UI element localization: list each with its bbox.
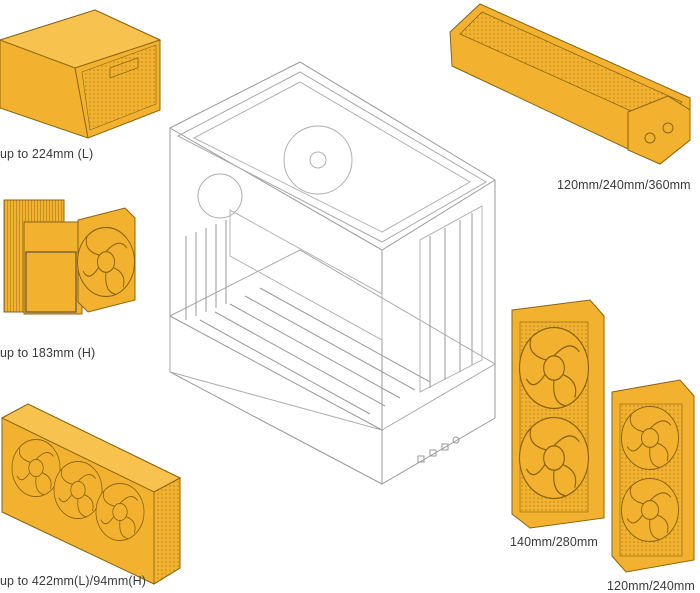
- radiator-240-label: 120mm/240mm: [607, 579, 695, 593]
- pc-case-illustration: [169, 61, 496, 485]
- psu-length-label: up to 224mm (L): [0, 147, 94, 161]
- radiator-360-illustration: [449, 3, 691, 165]
- radiator-240-illustration: [611, 379, 695, 573]
- cpu-cooler-illustration: [3, 199, 136, 315]
- radiator-280-label: 140mm/280mm: [510, 535, 598, 549]
- cpu-cooler-height-label: up to 183mm (H): [0, 346, 96, 360]
- radiator-360-label: 120mm/240mm/360mm: [557, 178, 691, 192]
- radiator-280-illustration: [511, 299, 605, 529]
- gpu-size-label: up to 422mm(L)/94mm(H): [0, 574, 146, 588]
- gpu-illustration: [0, 403, 182, 585]
- psu-illustration: [0, 9, 162, 139]
